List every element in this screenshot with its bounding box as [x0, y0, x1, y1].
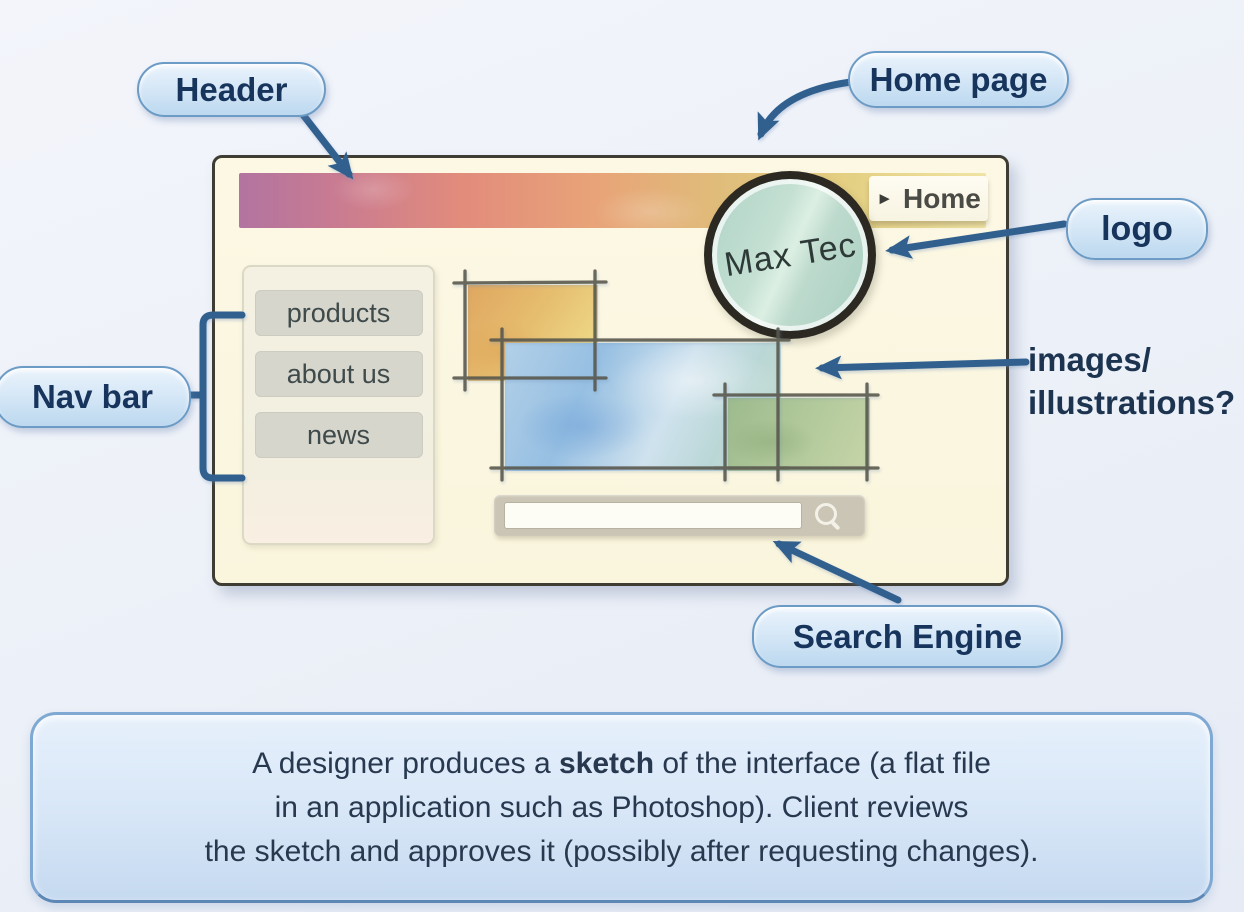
caption-line-3: the sketch and approves it (possibly aft… — [204, 834, 1039, 868]
play-triangle-icon: ► — [876, 189, 894, 208]
label-nav-bar-text: Nav bar — [31, 378, 154, 415]
label-images-line2: illustrations? — [1028, 384, 1236, 421]
label-header: Header — [137, 62, 326, 117]
search-icon[interactable] — [815, 502, 841, 530]
caption-line-1: A designer produces a sketch of the inte… — [252, 742, 991, 786]
search-input[interactable] — [504, 502, 802, 529]
nav-panel: products about us news — [242, 265, 435, 545]
label-home-page: Home page — [848, 51, 1069, 108]
nav-item-about-us[interactable]: about us — [254, 351, 423, 397]
sketch-panel: ► Home Max Tec products about us news — [212, 155, 1009, 586]
caption-line-2: in an application such as Photoshop). Cl… — [274, 790, 969, 824]
label-images-illustrations: images/ illustrations? — [1028, 338, 1235, 424]
nav-item-news[interactable]: news — [254, 412, 423, 458]
label-logo-text: logo — [1101, 209, 1173, 248]
caption-line1-bold: sketch — [558, 746, 655, 780]
nav-item-products[interactable]: products — [254, 290, 423, 336]
search-icon-handle — [830, 520, 841, 530]
label-nav-bar: Nav bar — [0, 366, 191, 428]
image-placeholder-green — [728, 398, 870, 471]
label-search-engine: Search Engine — [752, 605, 1063, 668]
label-header-text: Header — [175, 70, 288, 108]
label-search-engine-text: Search Engine — [792, 617, 1023, 655]
label-images-line1: images/ — [1028, 341, 1151, 378]
logo-text: Max Tec — [721, 225, 859, 284]
caption-line1-pre: A designer produces a — [252, 746, 559, 780]
caption-line1-post: of the interface (a flat file — [654, 746, 991, 780]
search-icon-lens — [815, 502, 837, 525]
home-button[interactable]: ► Home — [869, 176, 988, 221]
search-bar — [494, 495, 865, 536]
label-home-page-text: Home page — [869, 60, 1048, 98]
caption-box: A designer produces a sketch of the inte… — [30, 712, 1213, 903]
logo-circle: Max Tec — [704, 171, 876, 339]
home-page-arrow — [757, 78, 855, 141]
label-logo: logo — [1066, 198, 1208, 260]
home-button-label: Home — [903, 182, 981, 214]
